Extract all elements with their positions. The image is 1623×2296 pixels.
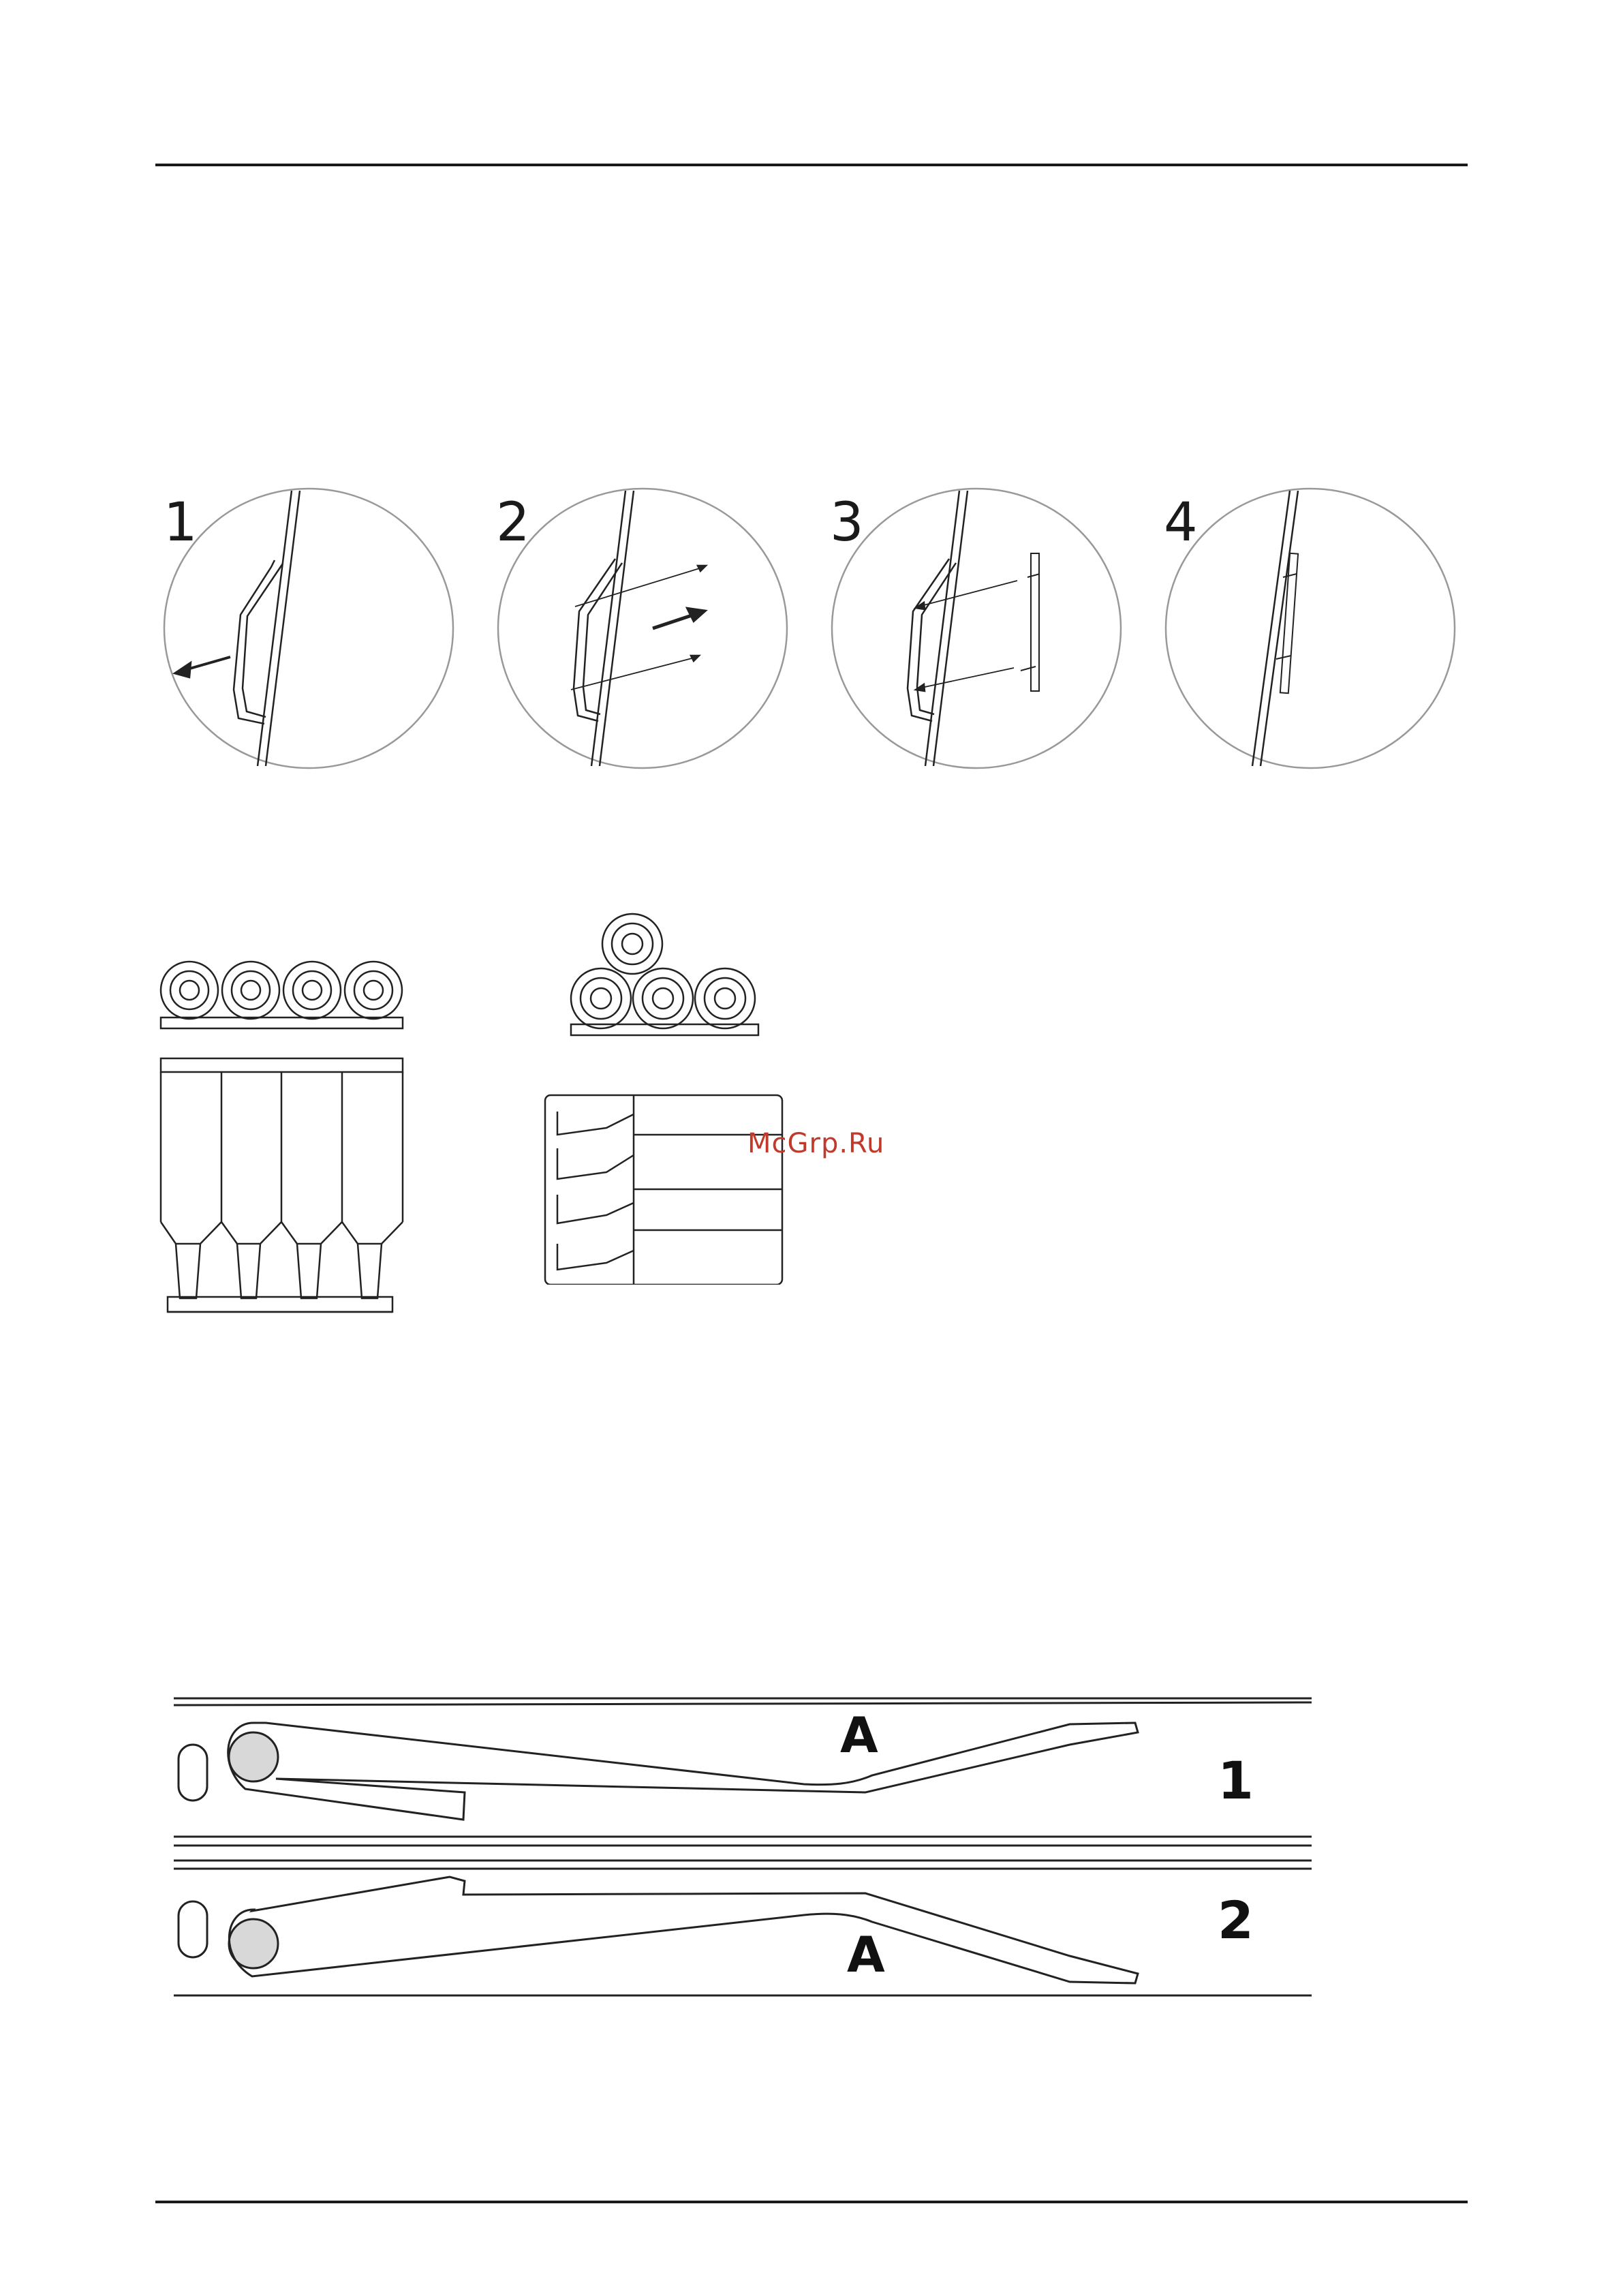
bottle-rack-pyramid-figure <box>538 910 797 1285</box>
footer-rule <box>155 2201 1468 2203</box>
step-4-figure <box>1157 485 1457 771</box>
watermark: McGrp.Ru <box>747 1128 884 1159</box>
header-rule <box>155 164 1468 166</box>
lever-position-1: 1 <box>1218 1755 1254 1807</box>
step-3-figure <box>823 485 1123 771</box>
shelf-lever-figure <box>170 1690 1315 2004</box>
step-2-figure <box>489 485 789 771</box>
lever-part-label-top: A <box>840 1711 878 1760</box>
lever-part-label-bottom: A <box>847 1930 885 1979</box>
step-1-figure <box>155 485 455 771</box>
bottle-rack-flat-figure <box>155 958 407 1319</box>
lever-position-2: 2 <box>1218 1895 1254 1946</box>
